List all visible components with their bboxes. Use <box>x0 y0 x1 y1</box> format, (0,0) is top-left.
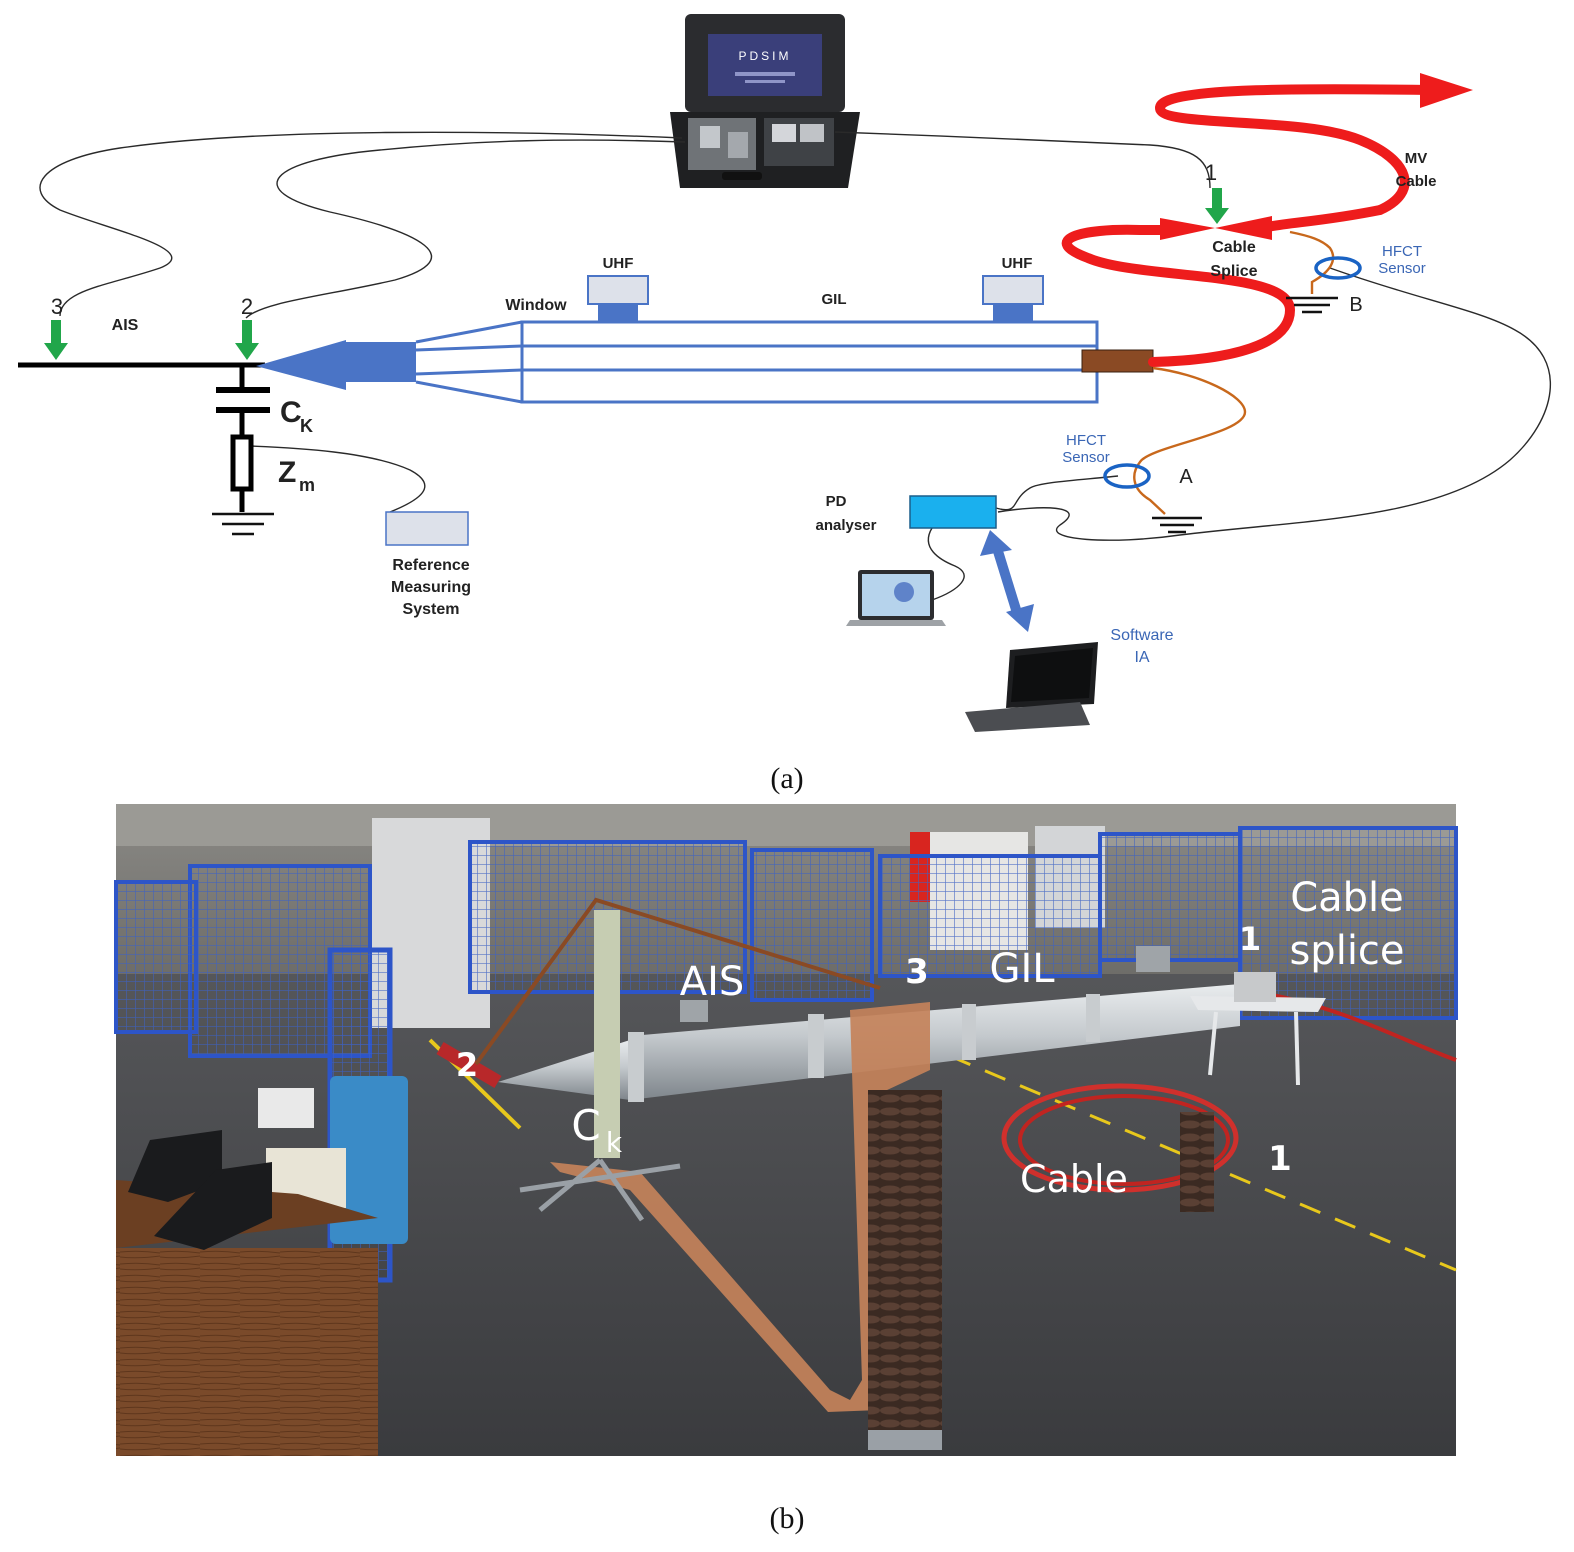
photo-marker-1-bottom: 1 <box>1268 1139 1292 1179</box>
svg-text:analyser: analyser <box>816 517 877 534</box>
window-label: Window <box>505 297 567 314</box>
bidirectional-arrow <box>980 530 1034 632</box>
svg-text:2: 2 <box>241 294 253 319</box>
laptop-software-ia: Software IA <box>965 627 1174 732</box>
svg-text:Sensor: Sensor <box>1062 449 1110 466</box>
svg-text:3: 3 <box>51 294 63 319</box>
uhf-sensor-right: UHF <box>982 255 1044 322</box>
photo-cable-splice-label-1: Cable <box>1290 875 1404 921</box>
ground-wire-a <box>1133 366 1247 515</box>
photo-ck-subscript: k <box>606 1126 623 1159</box>
photo-marker-2: 2 <box>456 1046 478 1084</box>
point-b-label: B <box>1349 294 1362 316</box>
zm-label: Z <box>278 456 296 489</box>
svg-text:HFCT: HFCT <box>1382 243 1422 260</box>
photo-cable-label: Cable <box>1020 1157 1128 1201</box>
marker-1: 1 <box>1205 160 1229 224</box>
marker-3: 3 <box>44 294 68 360</box>
photo-marker-1-top: 1 <box>1239 920 1261 958</box>
mv-cable-label-1: MV <box>1405 150 1428 167</box>
ais-label: AIS <box>112 317 139 334</box>
ck-label: C <box>280 396 302 429</box>
zm-subscript: m <box>299 475 315 495</box>
uhf-sensor-left: UHF <box>587 255 649 322</box>
svg-text:Sensor: Sensor <box>1378 260 1426 277</box>
photo-b: AIS 3 GIL 2 C k 1 Cable splice 1 Cable <box>114 804 1458 1456</box>
diagram-a: PDSIM 3 <box>18 14 1551 732</box>
photo-coupling-capacitor <box>594 910 620 1158</box>
ground-wire-b <box>1289 230 1335 294</box>
svg-text:1: 1 <box>1205 160 1217 185</box>
cable-splice-label-1: Cable <box>1212 239 1256 256</box>
photo-cable-splice-label-2: splice <box>1289 928 1404 974</box>
svg-text:IA: IA <box>1134 649 1149 666</box>
svg-text:PD: PD <box>826 493 847 510</box>
svg-text:Measuring: Measuring <box>391 579 471 596</box>
point-a-label: A <box>1179 466 1193 488</box>
pdsim-brand-text: PDSIM <box>738 49 791 63</box>
coupling-capacitor-ck: C K Z m <box>212 365 315 536</box>
svg-text:System: System <box>403 601 460 618</box>
copper-tape <box>550 1002 930 1412</box>
photo-desk <box>116 1130 378 1456</box>
cable-splice-label-2: Splice <box>1210 263 1257 280</box>
pdsim-instrument-case: PDSIM <box>670 14 860 188</box>
caption-b: (b) <box>770 1502 805 1535</box>
photo-ck-label: C <box>571 1101 600 1150</box>
svg-text:HFCT: HFCT <box>1066 432 1106 449</box>
photo-ais-label: AIS <box>680 959 745 1005</box>
photo-insulator <box>868 1090 942 1430</box>
photo-marker-3: 3 <box>905 952 929 992</box>
svg-text:Software: Software <box>1110 627 1173 644</box>
hfct-sensor-a: HFCT Sensor A <box>1062 432 1202 534</box>
reference-measuring-system: Reference Measuring System <box>385 511 471 618</box>
signal-wires <box>39 131 1551 601</box>
mv-cable <box>1061 73 1473 367</box>
ck-subscript: K <box>300 416 313 436</box>
laptop-small <box>846 570 946 626</box>
hfct-sensor-b: HFCT Sensor B <box>1286 243 1426 316</box>
pd-analyser: PD analyser <box>816 493 997 534</box>
svg-text:Reference: Reference <box>392 557 469 574</box>
marker-2: 2 <box>235 294 259 360</box>
mv-cable-label-2: Cable <box>1396 173 1437 190</box>
photo-gil-label: GIL <box>989 946 1055 992</box>
gil-assembly <box>256 320 1154 404</box>
svg-text:UHF: UHF <box>1002 255 1033 272</box>
svg-text:UHF: UHF <box>603 255 634 272</box>
caption-a: (a) <box>770 762 803 795</box>
gil-label: GIL <box>822 291 847 308</box>
